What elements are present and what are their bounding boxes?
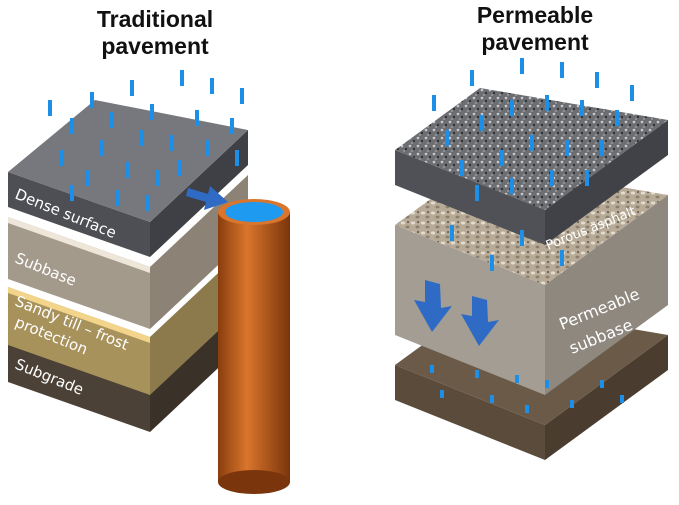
title-line: pavement [481,29,589,55]
rain-drop [600,380,604,388]
rain-drop [545,380,549,388]
rain-drop [100,140,104,156]
permeable-title: Permeable pavement [440,2,630,56]
rain-drop [560,62,564,78]
rain-drop [180,70,184,86]
rain-drop [510,100,514,116]
rain-drop [450,225,454,241]
sandy-till-layer-front-left [8,287,150,395]
drain-pipe [218,199,290,494]
rain-drop [530,135,534,151]
rain-drop [440,390,444,398]
rain-drop [550,170,554,186]
rain-drop [240,88,244,104]
rain-drops [48,58,634,413]
subbase-layer-front-left [8,217,150,329]
rain-drop [480,115,484,131]
rain-drop [235,150,239,166]
rain-drop [430,365,434,373]
permeable-subbase-layer-front-left [395,225,545,395]
rain-drop [620,395,624,403]
rain-drop [70,118,74,134]
subgrade-layer-right-front-left [395,365,545,460]
traditional-title: Traditional pavement [60,6,250,60]
dense-surface-layer-front-left [8,172,150,257]
rain-drop [475,185,479,201]
rain-drop [195,110,199,126]
rain-drop [110,112,114,128]
rain-drop [205,140,209,156]
rain-drop [170,135,174,151]
rain-drop [145,195,149,211]
rain-drop [515,375,519,383]
rain-drop [545,95,549,111]
title-line: pavement [101,33,209,59]
infiltration-arrow-icon [414,280,452,332]
infiltration-arrow-icon [461,296,499,346]
rain-drop [150,104,154,120]
rain-drop [85,170,89,186]
rain-drop [130,80,134,96]
permeable-subbase-layer-front-right [545,195,668,395]
porous-asphalt-layer-front-right [545,120,668,245]
rain-drop [520,58,524,74]
rain-drop [210,78,214,94]
rain-drop [490,255,494,271]
dense-surface-layer-top [8,100,248,222]
subgrade-layer-front-left [8,342,150,432]
subbase-top-edge [8,217,150,273]
subgrade-layer-right-front-right [545,335,668,460]
rain-drop [475,370,479,378]
rain-drop [595,72,599,88]
permeable-pavement-stack [395,88,668,460]
rain-drop [155,170,159,186]
rain-drop [525,405,529,413]
rain-drop [90,92,94,108]
rain-drop [460,160,464,176]
rain-drop [520,230,524,246]
rain-drop [490,395,494,403]
runoff-arrow-icon [186,186,228,210]
frost-line [8,287,150,343]
rain-drop [178,160,182,176]
rain-drop [445,130,449,146]
rain-drop [510,178,514,194]
rain-drop [500,150,504,166]
rain-drop [580,100,584,116]
rain-drop [630,85,634,101]
rain-drop [432,95,436,111]
rain-drop [125,162,129,178]
rain-drop [600,140,604,156]
rain-drop [585,170,589,186]
rain-drop [470,70,474,86]
rain-drop [115,190,119,206]
rain-drop [48,100,52,116]
rain-drop [615,110,619,126]
rain-drop [140,130,144,146]
title-line: Permeable [476,2,594,28]
rain-drop [230,118,234,134]
porous-asphalt-layer-front-left [395,150,545,245]
rain-drop [560,250,564,266]
title-line: Traditional [96,6,214,32]
rain-drop [570,400,574,408]
rain-drop [70,185,74,201]
rain-drop [60,150,64,166]
rain-drop [565,140,569,156]
